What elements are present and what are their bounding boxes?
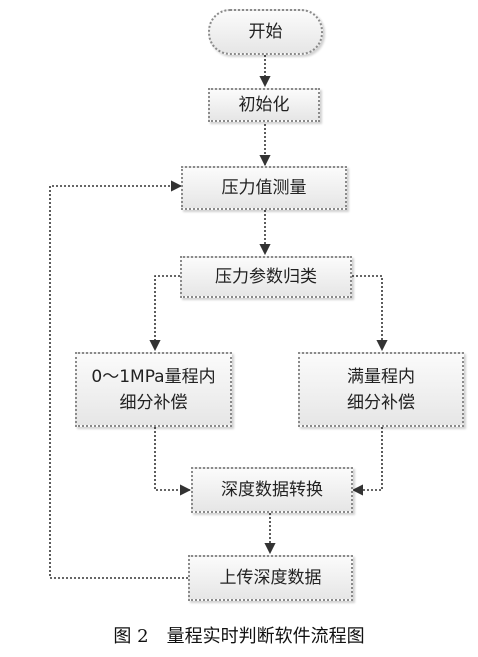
figure-caption: 图 2 量程实时判断软件流程图 bbox=[113, 626, 365, 647]
low-range-compensation-node: 0～1MPa量程内 细分补偿 bbox=[75, 352, 232, 427]
convert-label: 深度数据转换 bbox=[221, 480, 323, 500]
full-range-compensation-node: 满量程内 细分补偿 bbox=[298, 352, 464, 427]
arrow-full-comp-to-convert bbox=[351, 427, 383, 496]
upload-node: 上传深度数据 bbox=[188, 555, 353, 601]
measure-label: 压力值测量 bbox=[221, 178, 307, 198]
arrow-low-comp-to-convert bbox=[154, 427, 192, 496]
measure-node: 压力值测量 bbox=[181, 166, 347, 210]
start-node: 开始 bbox=[208, 9, 323, 55]
convert-node: 深度数据转换 bbox=[191, 467, 353, 513]
low-range-label-line2: 细分补偿 bbox=[119, 392, 188, 413]
arrow-upload-loop-to-measure bbox=[49, 180, 188, 579]
arrow-classify-to-full-comp bbox=[352, 275, 388, 352]
start-label: 开始 bbox=[248, 22, 283, 42]
classify-node: 压力参数归类 bbox=[180, 256, 352, 298]
arrow-classify-to-low-comp bbox=[149, 275, 180, 352]
init-node: 初始化 bbox=[208, 88, 320, 122]
init-label: 初始化 bbox=[238, 95, 290, 115]
full-range-label-line1: 满量程内 bbox=[347, 366, 415, 387]
classify-label: 压力参数归类 bbox=[215, 267, 317, 287]
upload-label: 上传深度数据 bbox=[219, 568, 322, 588]
full-range-label-line2: 细分补偿 bbox=[347, 392, 415, 413]
low-range-label-line1: 0～1MPa量程内 bbox=[91, 366, 216, 387]
